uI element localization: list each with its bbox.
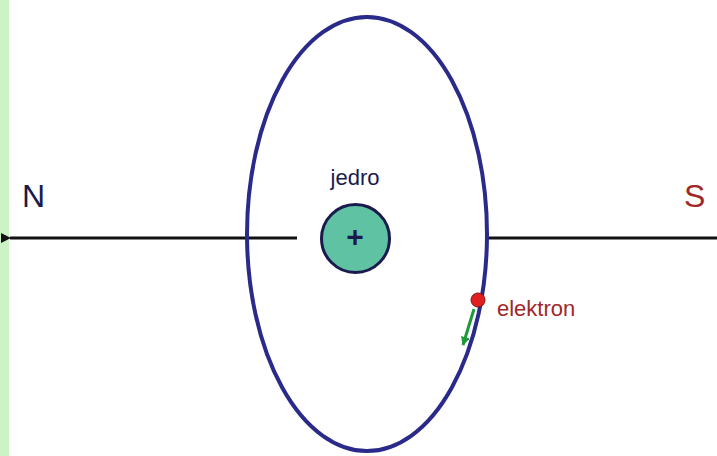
pole-label: N — [22, 178, 45, 215]
pole-label: S — [684, 178, 705, 215]
electron-dot — [471, 293, 485, 307]
axis-line — [10, 237, 297, 240]
nucleus-fill — [321, 204, 389, 272]
nucleus-circle: jedro+ — [320, 203, 391, 274]
electron-orbit — [247, 17, 487, 451]
side-strip — [0, 0, 9, 456]
motion-arrow — [463, 309, 474, 345]
charge-sign: + — [346, 222, 364, 252]
axis-line — [487, 237, 717, 240]
part-name: elektron — [497, 296, 575, 321]
part-name: jedro — [331, 167, 380, 189]
